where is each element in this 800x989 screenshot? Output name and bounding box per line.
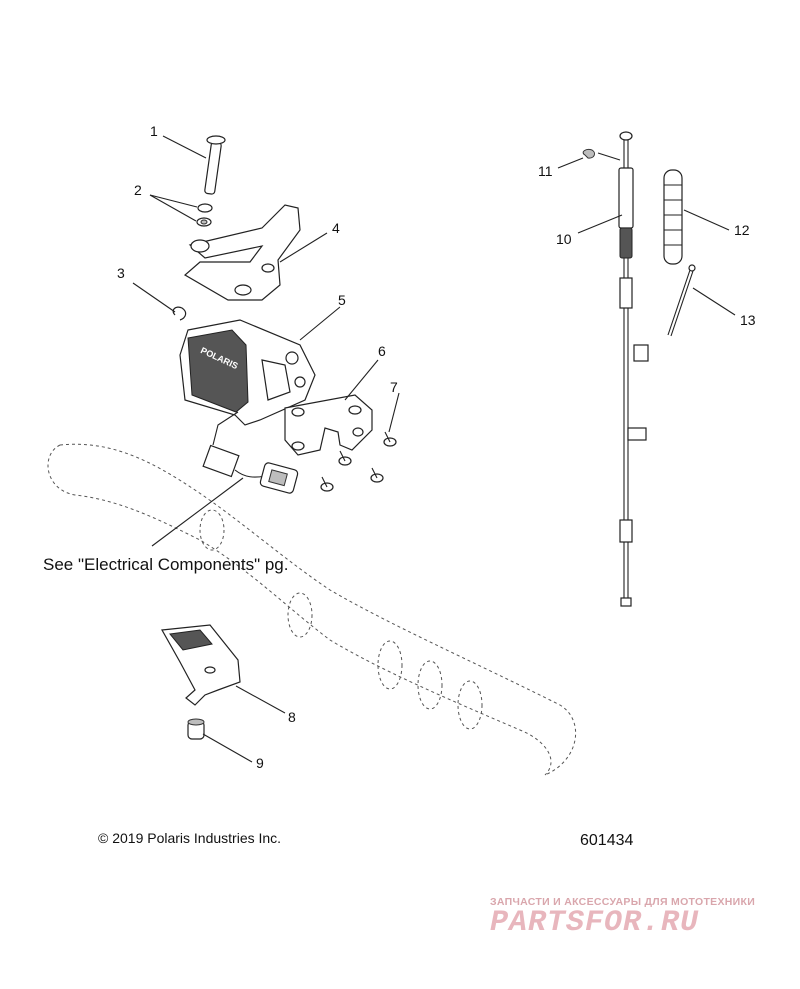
electrical-components-note: See "Electrical Components" pg. bbox=[43, 555, 289, 574]
part-4-bracket bbox=[183, 204, 328, 301]
watermark-tagline: ЗАПЧАСТИ И АКСЕССУАРЫ ДЛЯ МОТОТЕХНИКИ bbox=[490, 896, 756, 908]
part-10-cable bbox=[577, 131, 649, 607]
part-9-grommet bbox=[187, 718, 253, 763]
callout-13: 13 bbox=[740, 312, 756, 328]
callout-8: 8 bbox=[288, 709, 296, 725]
copyright-text: © 2019 Polaris Industries Inc. bbox=[98, 830, 282, 846]
callout-6: 6 bbox=[378, 343, 386, 359]
callout-1: 1 bbox=[150, 123, 158, 139]
callout-5: 5 bbox=[338, 292, 346, 308]
part-8-lever bbox=[161, 624, 286, 714]
callout-3: 3 bbox=[117, 265, 125, 281]
part-2-washers bbox=[149, 194, 213, 227]
callout-11: 11 bbox=[538, 163, 553, 179]
part-11-clip bbox=[557, 149, 621, 169]
callout-7: 7 bbox=[390, 379, 398, 395]
part-1-bolt bbox=[162, 135, 226, 195]
part-5-switch-housing: POLARIS bbox=[179, 306, 341, 426]
callout-10: 10 bbox=[556, 231, 572, 247]
callout-2: 2 bbox=[134, 182, 142, 198]
callout-12: 12 bbox=[734, 222, 750, 238]
handlebar-phantom bbox=[47, 443, 576, 776]
part-7-screws bbox=[320, 392, 400, 492]
part-12-tape bbox=[663, 169, 730, 265]
diagram-part-number: 601434 bbox=[580, 832, 634, 849]
part-3-clip bbox=[132, 282, 187, 321]
callout-9: 9 bbox=[256, 755, 264, 771]
part-13-tie-strap bbox=[667, 264, 736, 337]
part-6-clamp-plate bbox=[284, 359, 379, 456]
wiring-connector bbox=[151, 411, 299, 547]
callout-4: 4 bbox=[332, 220, 340, 236]
watermark-logo: PARTSFOR.RU bbox=[490, 906, 700, 940]
